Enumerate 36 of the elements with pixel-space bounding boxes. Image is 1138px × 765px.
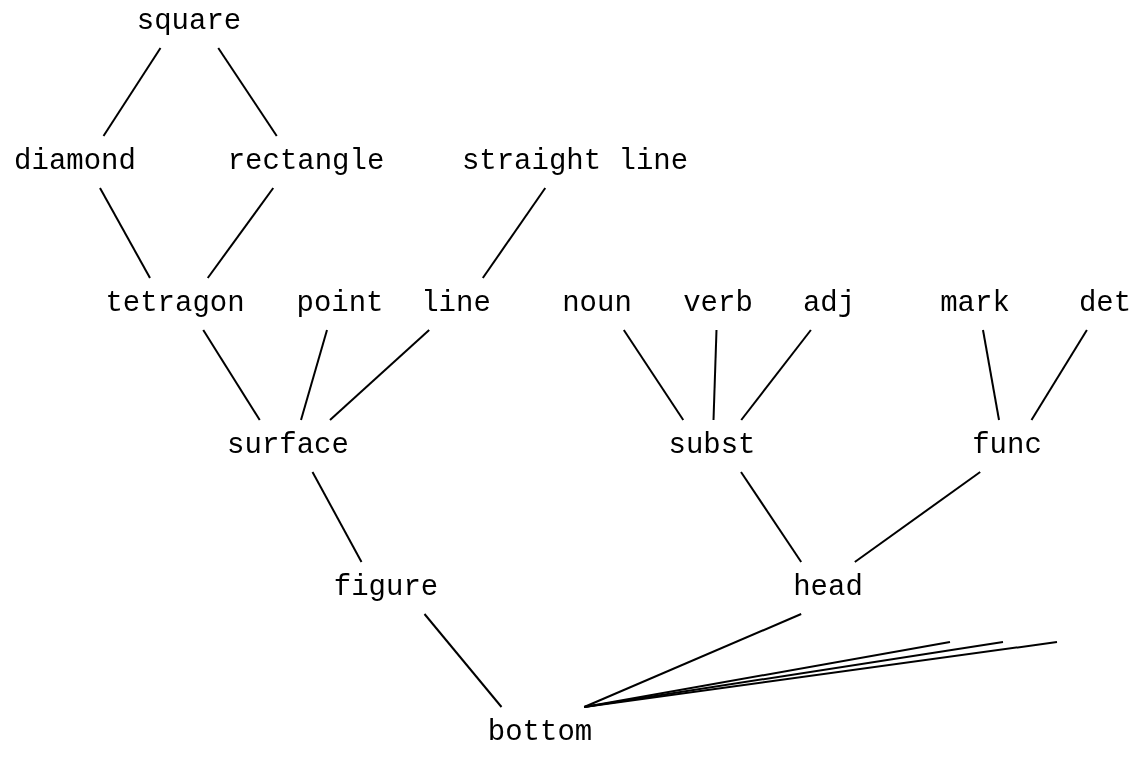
connector-line (311, 471, 363, 563)
connector-line (853, 471, 982, 563)
term-label: head (791, 562, 865, 614)
connector-line (583, 613, 803, 708)
term-label: noun (560, 278, 634, 330)
connector-line (202, 329, 261, 421)
connector-line (982, 329, 1000, 421)
term-label: bottom (485, 707, 595, 759)
connector-line (329, 329, 431, 421)
term-label: figure (331, 562, 441, 614)
connector-line (740, 471, 803, 563)
term-label: rectangle (225, 136, 387, 188)
connector-line (206, 187, 275, 279)
connector-line (1030, 329, 1088, 421)
term-label: mark (938, 278, 1012, 330)
term-label: surface (225, 420, 351, 472)
term-label: square (134, 0, 244, 48)
connector-line (217, 47, 278, 137)
connector-line (102, 47, 162, 137)
term-label: verb (681, 278, 755, 330)
connector-line (481, 187, 547, 279)
term-label: straight line (459, 136, 691, 188)
connector-line (622, 329, 685, 421)
connector-line (740, 329, 812, 421)
term-label: det (1076, 278, 1134, 330)
term-label: tetragon (103, 278, 247, 330)
connector-line (300, 329, 328, 421)
connector-line (423, 613, 503, 708)
term-label: line (419, 278, 493, 330)
connector-line (99, 187, 151, 279)
term-label: func (970, 420, 1044, 472)
connector-line (712, 329, 718, 421)
term-label: point (294, 278, 386, 330)
term-label: adj (800, 278, 858, 330)
term-label: diamond (12, 136, 138, 188)
term-label: subst (666, 420, 758, 472)
